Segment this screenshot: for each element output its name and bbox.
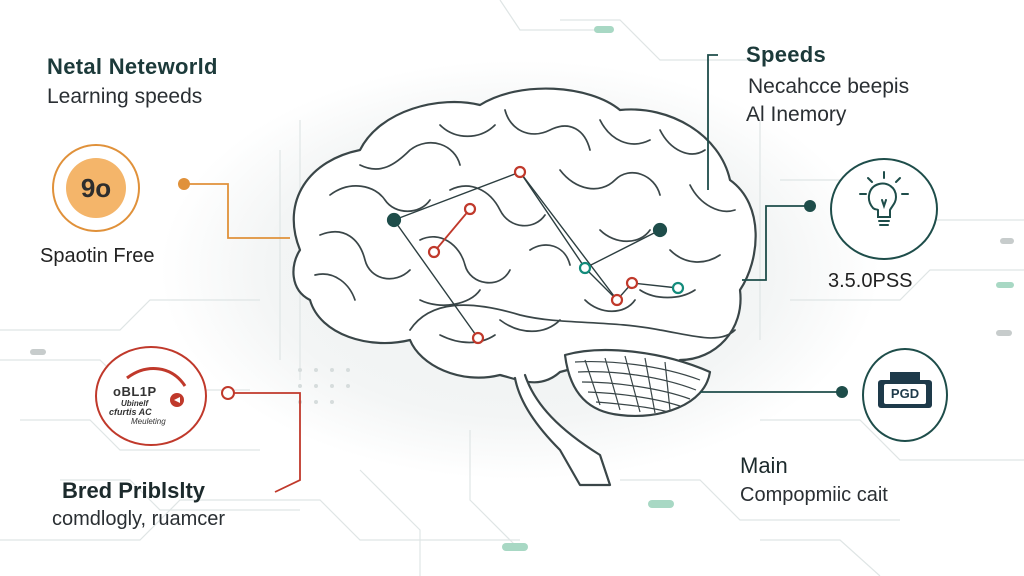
left-badge-circle: 9o bbox=[66, 158, 126, 218]
neural-connections bbox=[393, 171, 679, 339]
lightbulb-icon bbox=[859, 171, 909, 226]
node-red bbox=[625, 276, 639, 290]
brain-folds bbox=[314, 109, 736, 344]
lower-right-subtitle: Compopmiic cait bbox=[740, 484, 888, 506]
left-badge-caption: Spaotin Free bbox=[40, 245, 155, 267]
connector-top-right bbox=[707, 54, 718, 190]
lower-right-badge-label: PGD bbox=[890, 386, 920, 401]
lower-right-badge: PGD bbox=[862, 348, 948, 442]
connector-dot-teal bbox=[804, 200, 816, 212]
circuit-pads-gray bbox=[30, 238, 1014, 355]
right-badge bbox=[830, 158, 938, 260]
logo-line3: cfurtis AC bbox=[109, 407, 152, 417]
node-red bbox=[427, 245, 441, 259]
node-teal bbox=[386, 212, 402, 228]
top-right-title: Speeds bbox=[746, 42, 827, 67]
connector-dot-orange bbox=[178, 178, 190, 190]
top-right-line1: Necahcce beepis bbox=[748, 75, 910, 98]
left-badge-value: 9o bbox=[80, 172, 112, 203]
node-teal bbox=[671, 281, 685, 295]
node-red bbox=[463, 202, 477, 216]
lower-left-logo: oBL1P Ubinelf cfurtis AC Meuleting bbox=[95, 346, 207, 446]
node-red bbox=[513, 165, 527, 179]
lower-left-subtitle: comdlogly, ruamcer bbox=[52, 508, 226, 530]
left-badge: 9o bbox=[52, 144, 140, 232]
connector-dot-red bbox=[221, 386, 235, 400]
logo-line4: Meuleting bbox=[131, 417, 166, 426]
red-connection bbox=[433, 208, 471, 253]
top-left-subtitle: Learning speeds bbox=[47, 85, 203, 108]
connector-right-badge bbox=[742, 205, 810, 281]
node-teal bbox=[652, 222, 668, 238]
logo-line1: oBL1P bbox=[113, 384, 157, 399]
dot-grid bbox=[298, 368, 350, 404]
neural-nodes bbox=[386, 165, 685, 345]
right-badge-caption: 3.5.0PSS bbox=[828, 270, 913, 292]
node-red bbox=[610, 293, 624, 307]
brain-illustration bbox=[292, 87, 757, 487]
connector-dot-teal bbox=[836, 386, 848, 398]
node-red bbox=[471, 331, 485, 345]
node-teal bbox=[578, 261, 592, 275]
top-left-title: Netal Neteworld bbox=[47, 54, 218, 79]
top-right-line2: Al Inemory bbox=[746, 103, 847, 126]
connector-left-badge bbox=[184, 183, 290, 239]
callout-lines bbox=[184, 54, 842, 493]
lower-right-title: Main bbox=[740, 453, 788, 478]
device-icon bbox=[878, 372, 932, 408]
lower-left-title: Bred Priblslty bbox=[62, 478, 206, 503]
logo-line2: Ubinelf bbox=[121, 399, 149, 408]
cerebellum-lines bbox=[574, 355, 701, 414]
circuit-pads bbox=[502, 26, 1014, 551]
logo-swoosh-icon bbox=[126, 367, 187, 407]
connector-lower-left bbox=[228, 392, 301, 493]
